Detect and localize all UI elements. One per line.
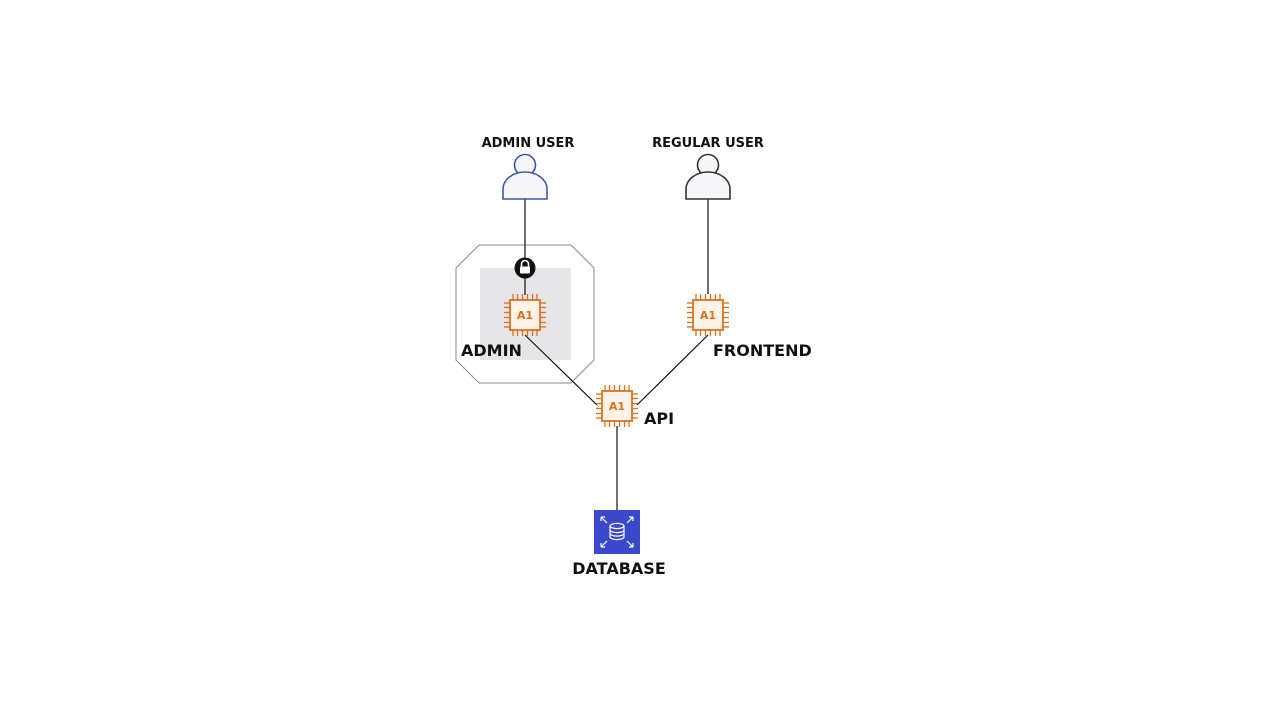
- admin-user-node[interactable]: ADMIN USER: [482, 136, 575, 200]
- admin-node[interactable]: A1 ADMIN: [461, 293, 547, 360]
- api-node[interactable]: A1 API: [595, 384, 674, 428]
- database-label: DATABASE: [572, 559, 666, 578]
- api-chip-text: A1: [609, 400, 625, 413]
- admin-user-icon: [502, 153, 548, 200]
- frontend-label: FRONTEND: [713, 341, 812, 360]
- regular-user-label: REGULAR USER: [652, 136, 764, 151]
- frontend-chip-text: A1: [700, 309, 716, 322]
- edge-admin-to-api: [524, 334, 598, 406]
- regular-user-icon: [685, 153, 731, 200]
- admin-user-label: ADMIN USER: [482, 136, 575, 151]
- processor-chip-icon: A1: [686, 293, 730, 337]
- connections: [524, 199, 709, 510]
- admin-chip-text: A1: [517, 309, 533, 322]
- database-icon: [594, 510, 640, 554]
- database-node[interactable]: DATABASE: [572, 510, 666, 578]
- lock-icon: [514, 257, 536, 279]
- frontend-node[interactable]: A1 FRONTEND: [686, 293, 812, 360]
- api-label: API: [644, 409, 674, 428]
- regular-user-node[interactable]: REGULAR USER: [652, 136, 764, 200]
- edge-frontend-to-api: [636, 334, 709, 406]
- admin-label: ADMIN: [461, 341, 522, 360]
- processor-chip-icon: A1: [595, 384, 639, 428]
- processor-chip-icon: A1: [503, 293, 547, 337]
